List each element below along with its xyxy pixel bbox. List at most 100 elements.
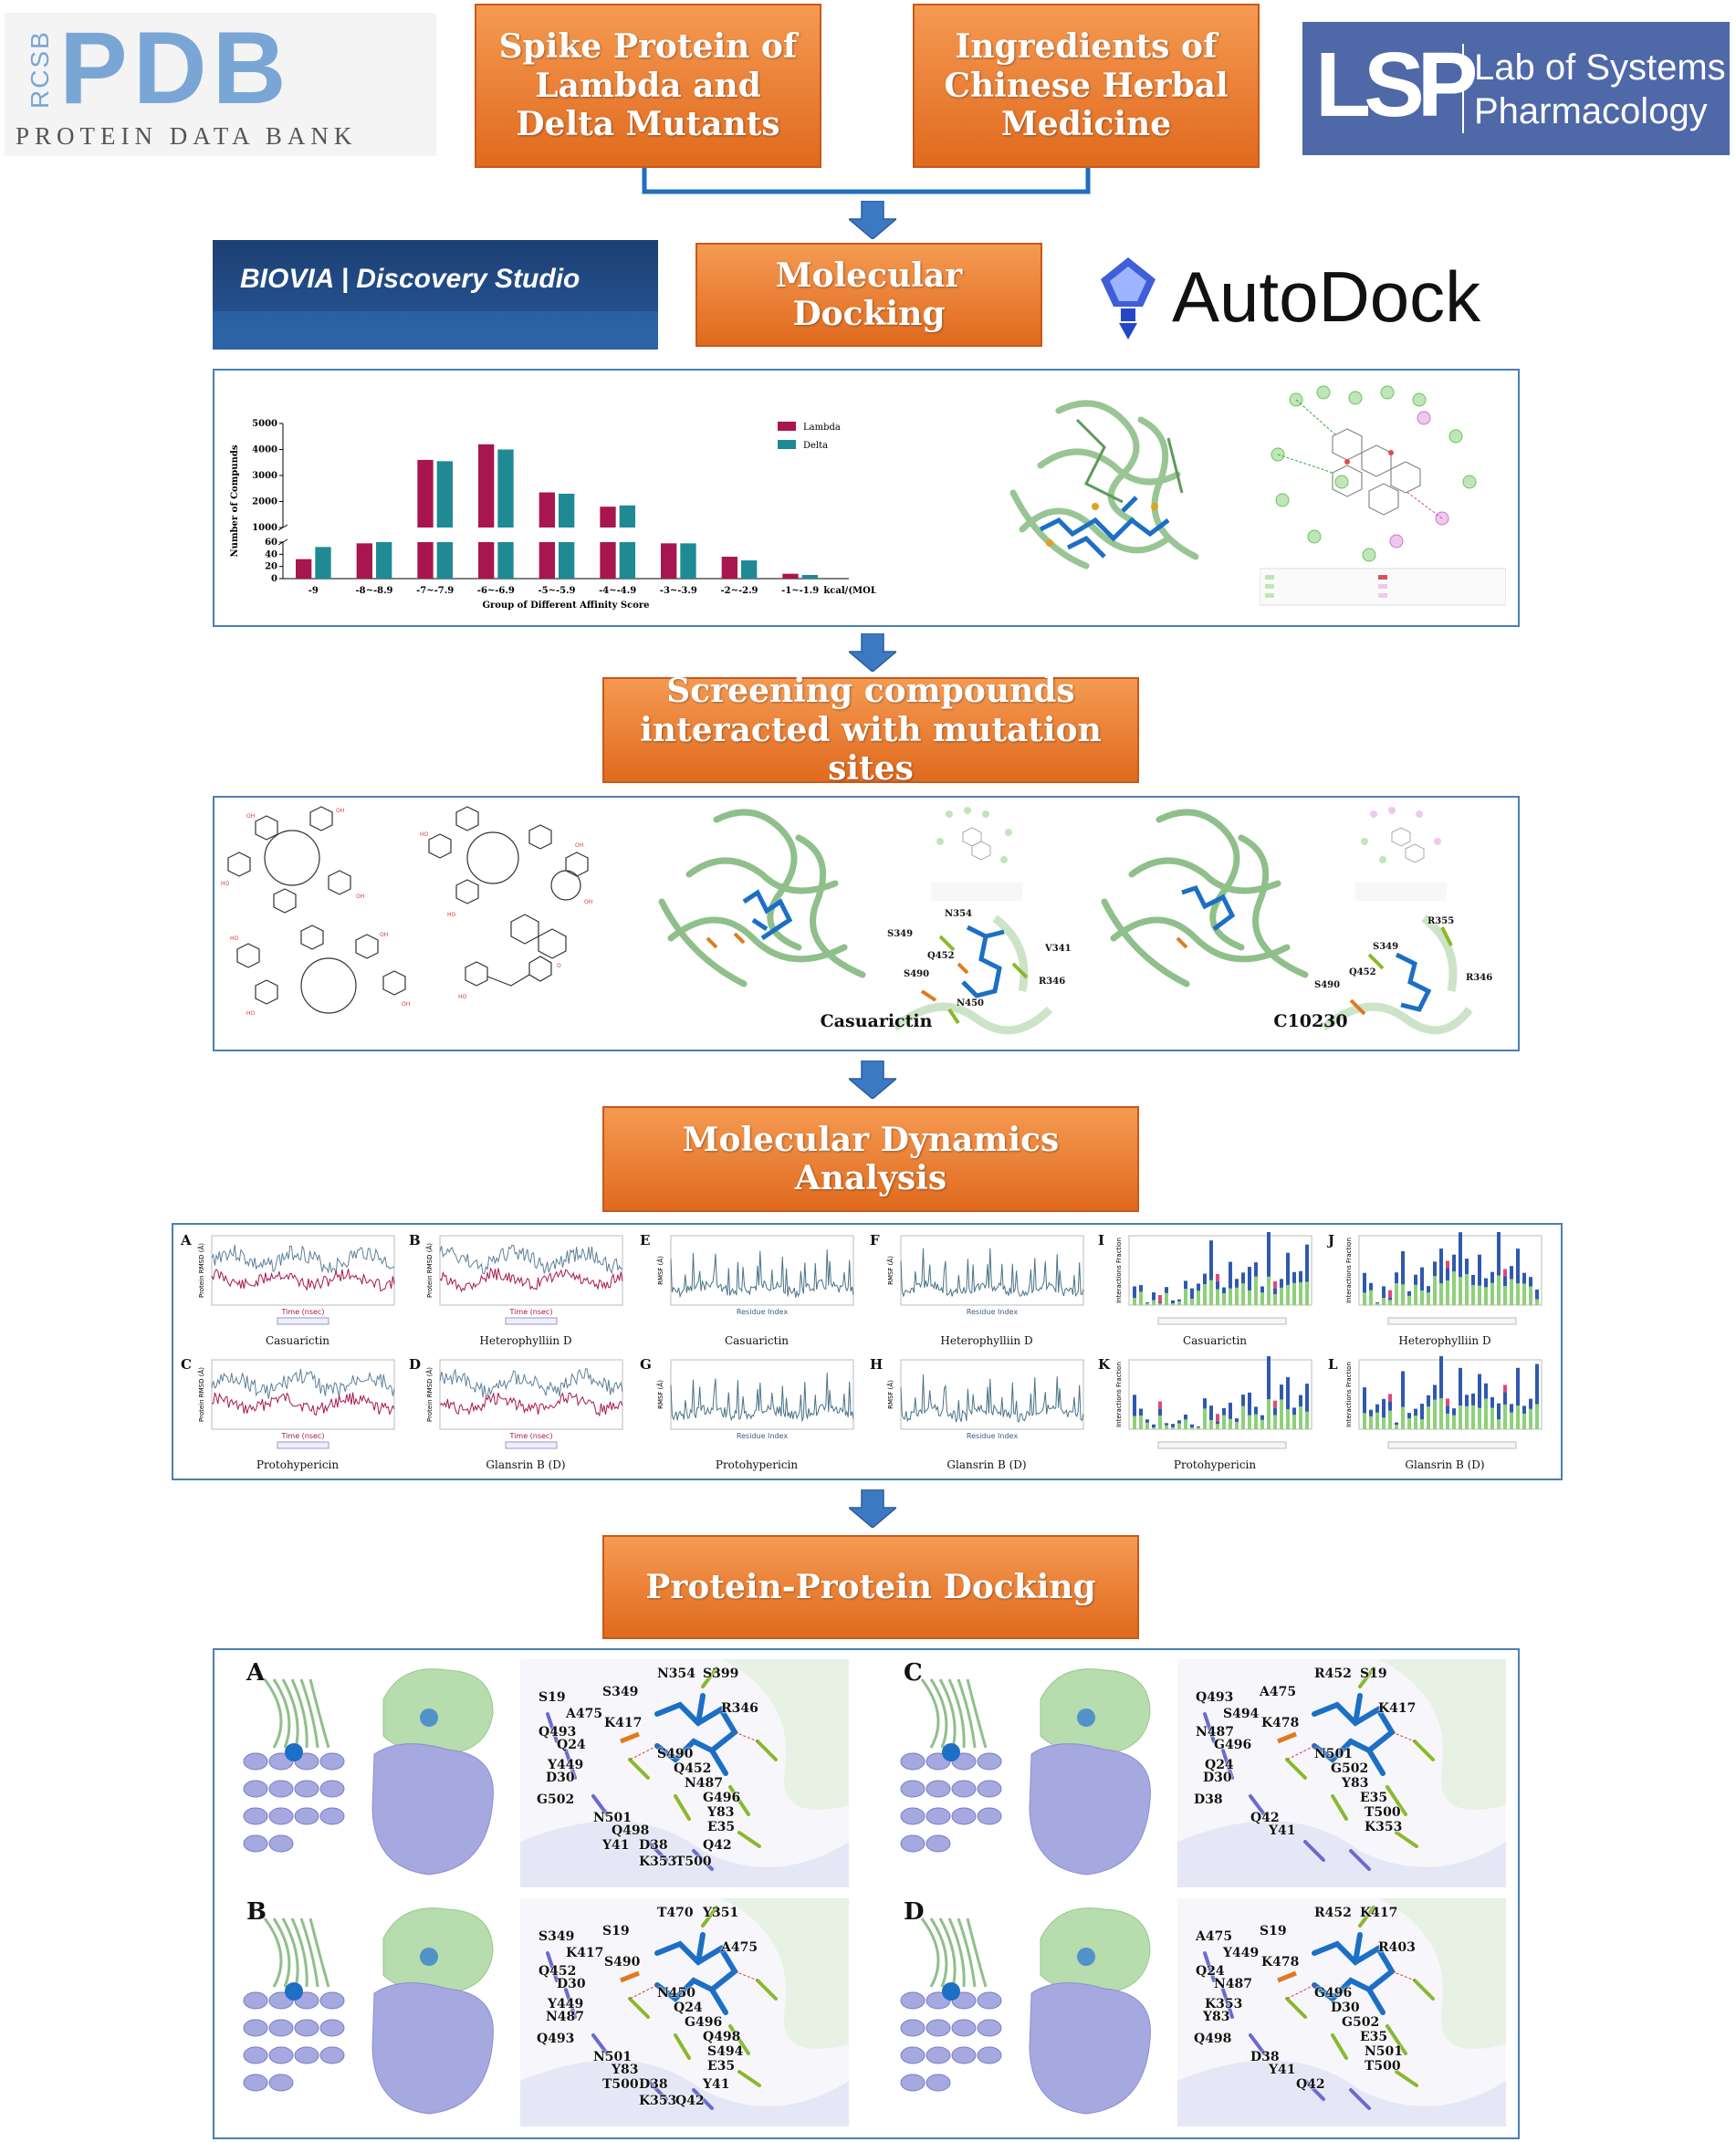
ace2-helix <box>951 2046 977 2064</box>
c10230-res-2: S349 <box>1373 942 1399 952</box>
ligand-mark <box>285 1743 303 1761</box>
interface-closeup-image <box>520 1659 849 1887</box>
molecular-docking-label: Molecular Docking <box>775 256 963 333</box>
interaction-bar-water <box>1184 1414 1187 1420</box>
rbd-strand <box>957 1917 977 1988</box>
interaction-bar-hbond <box>1280 1287 1283 1305</box>
interaction-bar-water <box>1439 1356 1443 1399</box>
residue-label: N354 <box>657 1667 696 1681</box>
residue-label: D30 <box>546 1771 575 1785</box>
ace2-cartoon <box>900 1991 1002 2092</box>
residue-label: Y351 <box>703 1906 739 1920</box>
interaction-bar-hbond <box>1158 1416 1162 1429</box>
x-axis-label: Residue Index <box>737 1432 788 1440</box>
interaction-bar-hbond <box>1139 1415 1143 1429</box>
rbd-strand <box>290 1917 309 1988</box>
ligand-mark <box>285 1982 303 2001</box>
biovia-logo-bar <box>213 311 658 350</box>
interaction-bar-water <box>1267 1232 1271 1277</box>
svg-text:HO: HO <box>221 881 230 887</box>
legend-box <box>1157 1441 1287 1449</box>
md-plot-svg: Time (nsec)Protein RMSD (Å) <box>425 1359 623 1449</box>
plot-frame <box>670 1359 854 1430</box>
rbd-strand <box>309 1917 330 1988</box>
interaction-bar-water <box>1478 1374 1481 1408</box>
interaction-bar-water <box>1292 1271 1296 1283</box>
interaction-bar-water <box>1158 1408 1162 1416</box>
bar-lambda <box>600 542 616 579</box>
interaction-bar-water <box>1177 1420 1181 1424</box>
interaction-bar-hbond <box>1490 1282 1494 1305</box>
rbd-strand <box>263 1917 283 1988</box>
bar-lambda <box>721 557 737 579</box>
y-axis-label: Number of Compunds <box>230 444 240 557</box>
complex-surface-image <box>1029 1907 1151 2115</box>
interface-closeup-image <box>520 1898 849 2126</box>
residue-label: S19 <box>602 1924 630 1938</box>
ace2-residue-sticks <box>546 1951 714 2110</box>
interaction-bar-hbond <box>1190 1427 1194 1429</box>
interaction-bar-water <box>1452 1408 1456 1416</box>
residue-label: Q452 <box>539 1964 577 1979</box>
screening-label-line2: interacted with mutation sites <box>640 710 1102 789</box>
legend-label: Lambda <box>803 423 841 433</box>
residue-label: R346 <box>721 1701 758 1716</box>
residue-label: N501 <box>593 2050 633 2064</box>
rbd-strand <box>947 1678 966 1749</box>
residue-label: T470 <box>657 1906 694 1920</box>
interaction-bar-hbond <box>1375 1412 1379 1429</box>
plot-frame <box>1358 1359 1543 1430</box>
protein-ligand-3d-image <box>1009 400 1199 569</box>
residue-label: Q42 <box>675 2094 705 2108</box>
arrow-down-4 <box>849 1489 896 1528</box>
interaction-bar-hbond <box>1452 1415 1456 1429</box>
rmsd-line-protein <box>211 1368 395 1399</box>
rbd-strand <box>263 1678 283 1749</box>
residue-stick <box>546 1712 559 1743</box>
interaction-bar-ionic <box>1216 1273 1219 1281</box>
interaction-bar-hbond <box>1446 1413 1449 1429</box>
md-plot-svg: Interactions Fraction <box>1345 1356 1543 1449</box>
rbd-strand <box>309 1678 330 1749</box>
interaction-bar-water <box>1260 1415 1264 1420</box>
residue-label: T500 <box>1365 1805 1401 1820</box>
complex-cartoon-image <box>900 1917 1002 2092</box>
interaction-bar-hbond <box>1503 1404 1507 1429</box>
ace2-helix <box>977 1752 1002 1771</box>
residue-label: D38 <box>1194 1792 1223 1807</box>
orange-residue <box>1277 1970 1297 1983</box>
ace2-helix <box>319 1991 345 2010</box>
ligand-mark <box>942 1743 960 1761</box>
casuarictin-res-1: N354 <box>945 909 973 919</box>
ligand-bond <box>695 1693 728 1776</box>
md-analysis-panel <box>172 1223 1563 1480</box>
residue-label: K417 <box>1360 1906 1398 1920</box>
residue-stick <box>1358 1667 1375 1688</box>
bar-lambda <box>478 542 495 579</box>
y-tick-label: 3000 <box>252 471 277 481</box>
interaction-bar-water <box>1171 1424 1175 1427</box>
lsp-logo-divider <box>1462 44 1464 133</box>
interaction-bar-water <box>1235 1279 1239 1288</box>
casuarictin-res-5: R346 <box>1039 977 1066 987</box>
bar-lambda <box>296 559 312 579</box>
pdb-logo: RCSB PDB PROTEIN DATA BANK <box>5 13 436 156</box>
interaction-bar-hbond <box>1248 1415 1251 1429</box>
interaction-bar-hbond <box>1216 1289 1219 1305</box>
interaction-bar-water <box>1267 1356 1271 1400</box>
rbd-cartoon <box>920 1917 988 1988</box>
residue-label: R452 <box>1314 1667 1352 1681</box>
interaction-bar-water <box>1503 1276 1507 1286</box>
residue-stick <box>546 1951 559 1982</box>
interaction-bar-hbond <box>1145 1303 1149 1305</box>
residue-label: N501 <box>1365 2044 1404 2059</box>
y-tick-label: 4000 <box>252 445 277 455</box>
residue-label: A475 <box>1196 1929 1233 1944</box>
ace2-helix <box>977 2046 1002 2064</box>
interface-closeup-image <box>1177 1898 1506 2126</box>
interaction-bar-water <box>1216 1421 1219 1425</box>
interaction-bar-hbond <box>1145 1422 1149 1429</box>
